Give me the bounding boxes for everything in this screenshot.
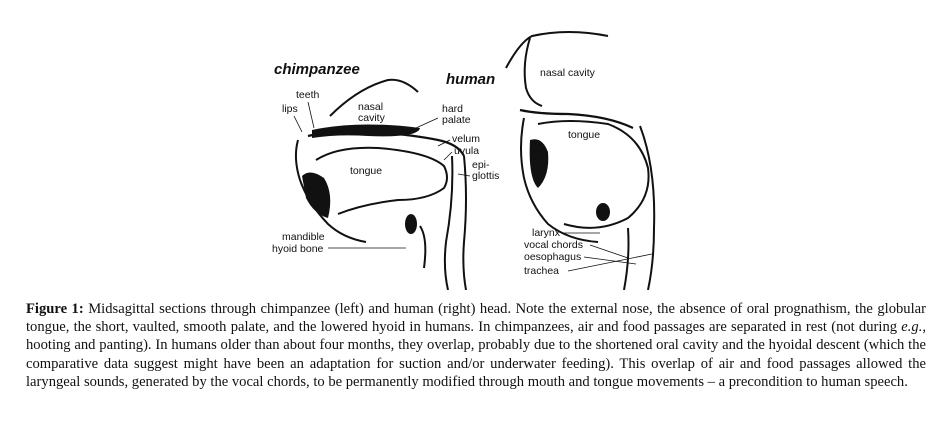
label-teeth: teeth [296,89,320,101]
chimp-title: chimpanzee [274,61,360,78]
label-nasal-1: nasal [358,101,383,113]
human-tongue-outline [537,120,650,229]
caption-text-part1: Midsagittal sections through chimpanzee … [26,301,926,336]
label-chimp-tongue: tongue [350,165,382,177]
label-velum: velum [452,133,480,145]
chimp-skull-outline [329,78,419,117]
label-nasal-2: cavity [358,112,386,124]
caption-eg: e.g. [901,319,923,336]
label-hyoid-bone: hyoid bone [272,243,324,255]
label-hard-2: palate [442,114,471,126]
label-vocal-chords: vocal chords [524,239,583,251]
midsagittal-sections-drawing: chimpanzee human teeth lips nasal cavity… [272,31,656,290]
chimp-throat-line [419,225,427,269]
human-palate-line [519,108,634,129]
human-nose-outline [505,31,609,69]
leader-lines [293,101,653,272]
human-lower-teeth-region [529,139,549,188]
chimp-tongue-outline [315,146,448,215]
human-hyoid-bone [596,203,610,221]
caption-label: Figure 1: [26,301,84,317]
label-uvula: uvula [454,145,479,157]
chimp-pharynx-back [462,155,467,290]
chimp-hyoid-bone [405,214,417,234]
label-larynx: larynx [532,227,561,239]
label-trachea: trachea [524,265,559,277]
human-title: human [446,71,495,88]
label-epi-2: glottis [472,170,499,182]
label-human-tongue: tongue [568,129,600,141]
label-epi-1: epi- [472,159,490,171]
anatomy-figure: chimpanzee human teeth lips nasal cavity… [268,28,688,290]
caption-text-part2: , hooting and panting). In humans older … [26,319,926,390]
chimp-pharynx-front [443,155,454,290]
label-hard-1: hard [442,103,463,115]
label-human-nasal: nasal cavity [540,67,596,79]
label-mandible: mandible [282,231,325,243]
chimp-upper-teeth-region [312,124,420,138]
label-oesophagus: oesophagus [524,251,581,263]
chimp-lower-teeth-region [302,172,331,218]
human-mandible-outline [520,117,599,243]
figure-caption: Figure 1: Midsagittal sections through c… [26,300,926,391]
human-pharynx-back [639,125,656,290]
label-lips: lips [282,103,298,115]
human-face-front [523,37,543,107]
